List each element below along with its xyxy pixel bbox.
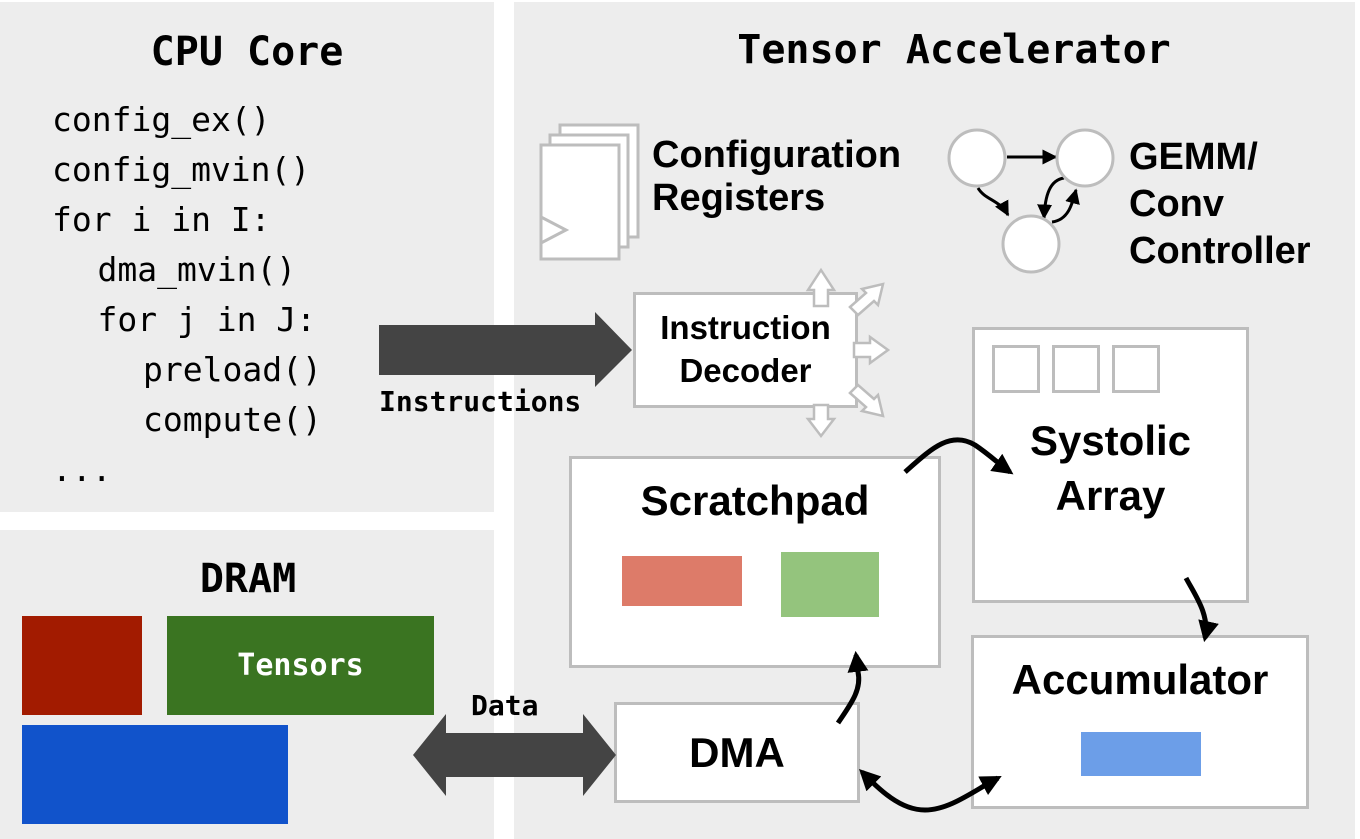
instruction-decoder-box: Instruction Decoder	[633, 292, 858, 408]
scratchpad-box: Scratchpad	[569, 456, 941, 668]
dram-tensor-green: Tensors	[167, 616, 434, 715]
data-arrow-icon	[413, 714, 616, 796]
instructions-label: Instructions	[379, 385, 582, 418]
code-line: dma_mvin()	[97, 250, 297, 289]
scratchpad-tensor-green	[781, 552, 879, 617]
code-line: preload()	[143, 350, 322, 389]
code-line: for i in I:	[52, 200, 271, 239]
scratchpad-to-systolic-arrow-icon	[903, 437, 1014, 475]
accumulator-tensor-blue	[1081, 732, 1201, 776]
scratchpad-tensor-red	[622, 556, 742, 606]
scratchpad-label: Scratchpad	[640, 477, 870, 524]
tensor-accelerator-title: Tensor Accelerator	[737, 27, 1171, 73]
cpu-core-title: CPU Core	[150, 29, 344, 75]
code-line: config_ex()	[52, 100, 271, 139]
pe-cell	[1112, 345, 1160, 393]
tensors-label: Tensors	[237, 648, 364, 683]
dma-accumulator-bidirectional-arrow-icon	[859, 769, 1002, 813]
code-line: compute()	[143, 400, 322, 439]
dram-panel: DRAM Tensors	[0, 530, 494, 839]
config-registers-label: Configuration Registers	[652, 134, 902, 219]
cpu-core-panel: CPU Core config_ex() config_mvin()for i i…	[0, 2, 494, 512]
dma-box: DMA	[614, 702, 860, 803]
code-line: ...	[52, 450, 112, 489]
pe-cell	[1052, 345, 1100, 393]
code-line: config_mvin()	[52, 150, 311, 189]
data-label: Data	[471, 689, 539, 722]
accumulator-box: Accumulator	[971, 635, 1309, 809]
accumulator-label: Accumulator	[1011, 656, 1269, 703]
systolic-array-box: Systolic Array	[972, 327, 1249, 603]
systolic-array-label: Systolic Array	[1029, 417, 1192, 519]
dma-label: DMA	[689, 728, 785, 776]
dram-title: DRAM	[199, 556, 297, 602]
instructions-arrow-icon	[379, 312, 632, 387]
systolic-to-accumulator-arrow-icon	[1183, 576, 1219, 643]
pe-cell	[992, 345, 1040, 393]
dma-to-scratchpad-arrow-icon	[835, 650, 869, 725]
controller-label: GEMM/ Conv Controller	[1129, 136, 1311, 273]
dram-tensor-red	[22, 616, 142, 715]
dram-tensor-blue	[22, 725, 288, 824]
instruction-decoder-label: Instruction Decoder	[660, 309, 831, 389]
code-line: for j in J:	[97, 300, 317, 339]
